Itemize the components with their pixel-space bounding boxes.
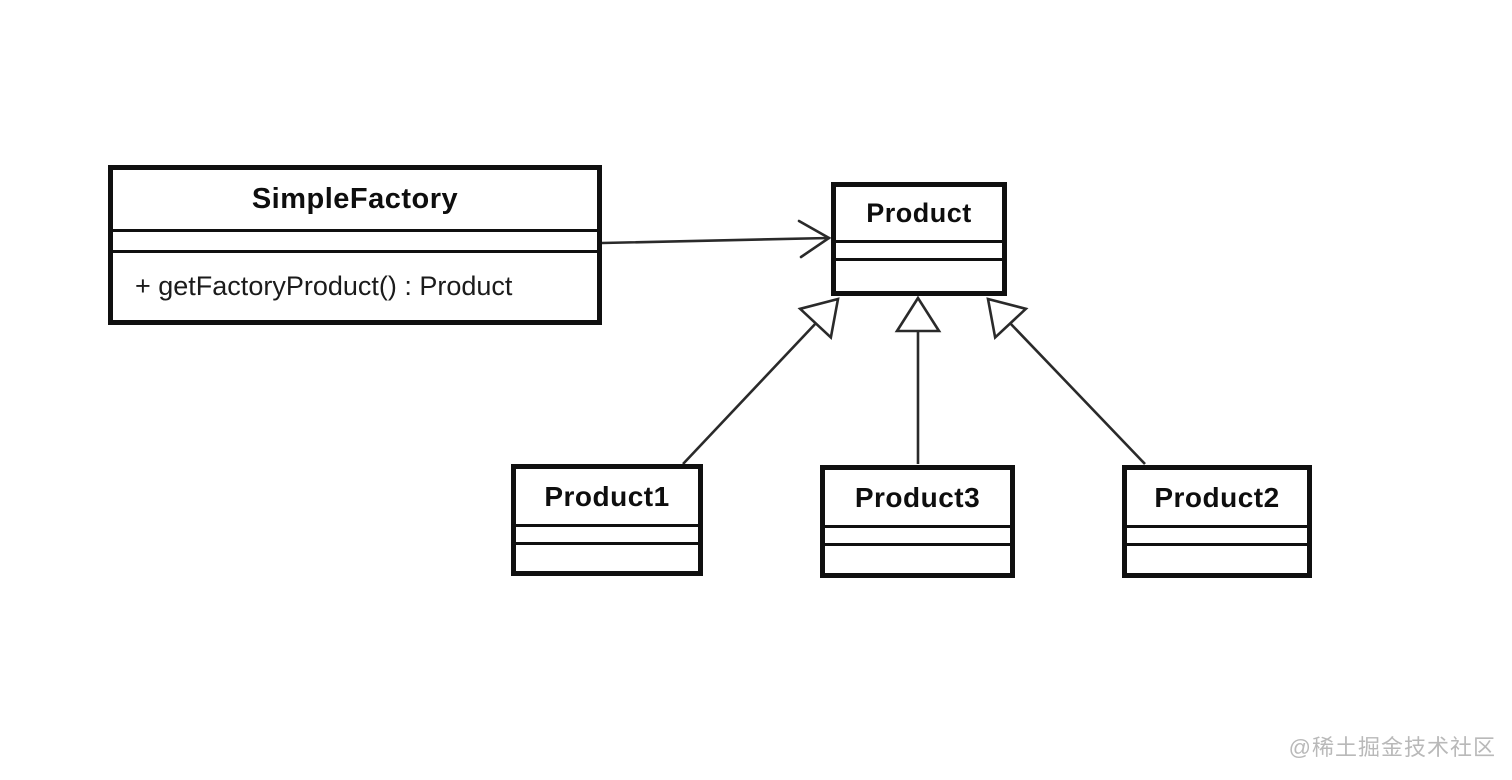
class-box-product3: Product3 xyxy=(820,465,1015,578)
class-name-product2: Product2 xyxy=(1127,470,1307,528)
generalization-arrow-product2-product xyxy=(986,297,1146,465)
methods-compartment-product3 xyxy=(825,546,1010,573)
methods-compartment-product2 xyxy=(1127,546,1307,573)
attributes-compartment-simplefactory xyxy=(113,232,597,253)
generalization-arrow-product3-product xyxy=(894,295,942,464)
methods-compartment-product1 xyxy=(516,545,698,571)
hollow-triangle-arrowhead-icon xyxy=(797,297,840,341)
generalization-line xyxy=(1008,321,1146,465)
hollow-triangle-arrowhead-icon xyxy=(894,295,942,333)
class-box-product: Product xyxy=(831,182,1007,296)
methods-compartment-simplefactory: + getFactoryProduct() : Product xyxy=(113,253,597,320)
open-arrowhead-icon xyxy=(797,219,832,259)
association-line xyxy=(600,236,831,245)
method-label-getfactoryproduct: + getFactoryProduct() : Product xyxy=(135,271,513,301)
hollow-triangle-arrowhead-icon xyxy=(986,297,1029,341)
generalization-arrow-product1-product xyxy=(682,297,840,465)
attributes-compartment-product2 xyxy=(1127,528,1307,546)
class-name-product1: Product1 xyxy=(516,469,698,527)
class-name-product: Product xyxy=(836,187,1002,243)
class-box-simplefactory: SimpleFactory + getFactoryProduct() : Pr… xyxy=(108,165,602,325)
class-box-product2: Product2 xyxy=(1122,465,1312,578)
methods-compartment-product xyxy=(836,261,1002,291)
attributes-compartment-product1 xyxy=(516,527,698,545)
class-box-product1: Product1 xyxy=(511,464,703,576)
attributes-compartment-product xyxy=(836,243,1002,261)
association-arrow-simplefactory-product xyxy=(600,219,832,259)
class-name-simplefactory: SimpleFactory xyxy=(113,170,597,232)
watermark: @稀土掘金技术社区 xyxy=(1288,735,1496,760)
class-name-product3: Product3 xyxy=(825,470,1010,528)
attributes-compartment-product3 xyxy=(825,528,1010,546)
generalization-line xyxy=(682,321,818,465)
